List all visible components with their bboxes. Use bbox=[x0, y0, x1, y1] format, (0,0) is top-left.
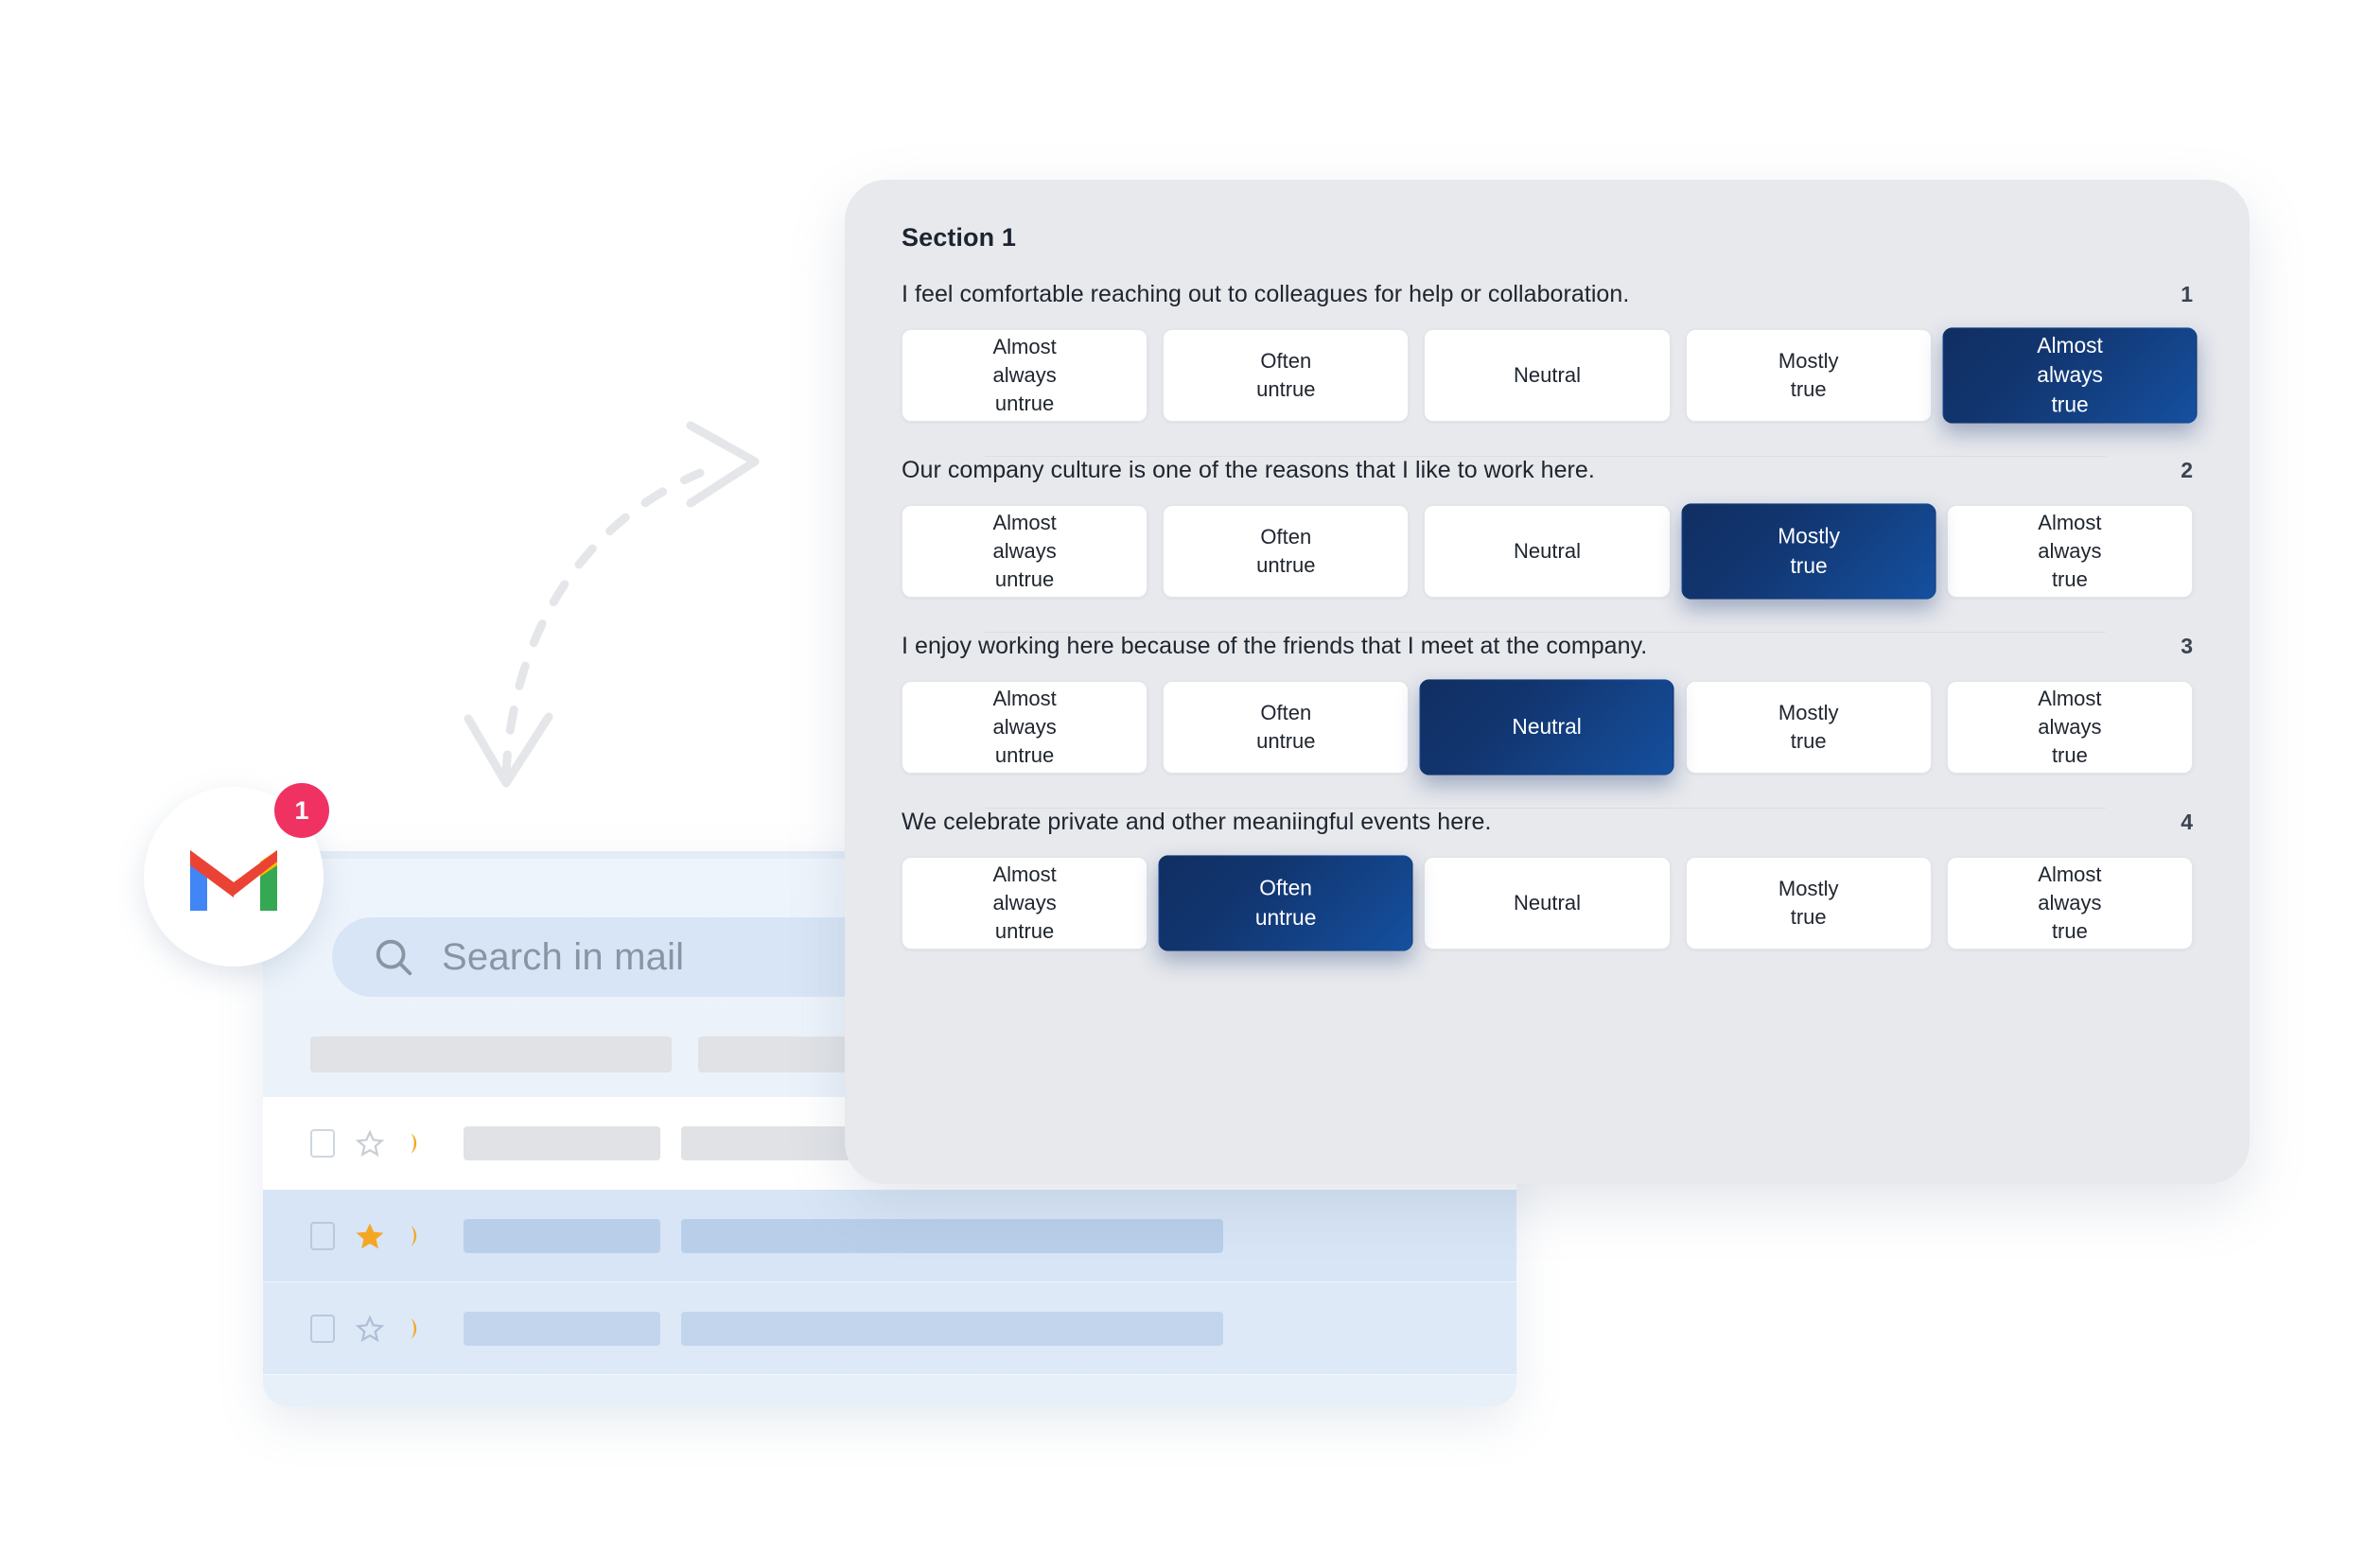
question-text: I enjoy working here because of the frie… bbox=[902, 633, 1648, 659]
question-number: 1 bbox=[2181, 282, 2193, 306]
star-icon[interactable] bbox=[355, 1314, 385, 1343]
row-checkbox[interactable] bbox=[310, 1221, 335, 1250]
question-block: I enjoy working here because of the frie… bbox=[902, 633, 2194, 775]
question-block: I feel comfortable reaching out to colle… bbox=[902, 281, 2198, 424]
question-number: 3 bbox=[2181, 634, 2193, 658]
row-subject-placeholder bbox=[681, 1311, 1223, 1346]
question-divider bbox=[985, 632, 2106, 633]
likert-option-label: Neutral bbox=[1514, 891, 1581, 915]
page-title: Section 1 bbox=[902, 223, 1016, 252]
row-sender-placeholder bbox=[464, 1125, 660, 1160]
row-subject-placeholder bbox=[681, 1218, 1223, 1253]
toolbar-bar-primary bbox=[310, 1037, 672, 1072]
dashed-curved-arrow-icon bbox=[378, 340, 851, 813]
question-text: Our company culture is one of the reason… bbox=[902, 457, 1595, 483]
gmail-toolbar-placeholder bbox=[310, 1037, 859, 1072]
question-header: I feel comfortable reaching out to colle… bbox=[902, 281, 2193, 308]
gmail-logo-icon bbox=[183, 839, 285, 915]
likert-option[interactable]: Neutral bbox=[1424, 329, 1671, 422]
likert-option[interactable]: Neutral bbox=[1424, 505, 1671, 598]
likert-option-label: Neutral bbox=[1514, 539, 1581, 564]
important-marker-icon[interactable] bbox=[405, 1315, 429, 1343]
survey-panel: Section 1 I feel comfortable reaching ou… bbox=[845, 180, 2250, 1184]
search-icon bbox=[372, 935, 415, 979]
important-marker-icon[interactable] bbox=[405, 1129, 429, 1158]
search-placeholder-text: Search in mail bbox=[442, 935, 685, 978]
question-divider bbox=[985, 808, 2106, 809]
likert-option-label: Neutral bbox=[1514, 363, 1581, 388]
star-icon[interactable] bbox=[356, 1222, 384, 1250]
important-marker-icon[interactable] bbox=[405, 1222, 429, 1250]
status-badge: 1 bbox=[274, 783, 329, 838]
question-header: Our company culture is one of the reason… bbox=[902, 457, 2193, 484]
toolbar-bar-secondary bbox=[698, 1037, 859, 1072]
question-text: I feel comfortable reaching out to colle… bbox=[902, 281, 1630, 307]
row-checkbox[interactable] bbox=[310, 1314, 335, 1343]
row-sender-placeholder bbox=[464, 1218, 660, 1253]
question-list: I feel comfortable reaching out to colle… bbox=[902, 281, 2198, 951]
question-header: I enjoy working here because of the frie… bbox=[902, 633, 2193, 660]
question-number: 2 bbox=[2181, 458, 2193, 482]
likert-option-label: Neutral bbox=[1512, 714, 1583, 740]
question-header: We celebrate private and other meaniingf… bbox=[902, 809, 2193, 836]
star-icon[interactable] bbox=[355, 1128, 385, 1158]
question-text: We celebrate private and other meaniingf… bbox=[902, 809, 1492, 835]
question-divider bbox=[985, 456, 2106, 457]
likert-option[interactable]: Neutral bbox=[1424, 857, 1671, 950]
question-number: 4 bbox=[2181, 810, 2193, 834]
gmail-app-badge[interactable]: 1 bbox=[144, 783, 329, 967]
table-row[interactable] bbox=[263, 1282, 1516, 1375]
question-block: Our company culture is one of the reason… bbox=[902, 457, 2194, 600]
row-checkbox[interactable] bbox=[310, 1128, 335, 1158]
row-sender-placeholder bbox=[464, 1311, 660, 1346]
likert-option-selected[interactable]: Neutral bbox=[1419, 679, 1675, 775]
table-row[interactable] bbox=[263, 1190, 1516, 1282]
question-block: We celebrate private and other meaniingf… bbox=[902, 809, 2194, 951]
